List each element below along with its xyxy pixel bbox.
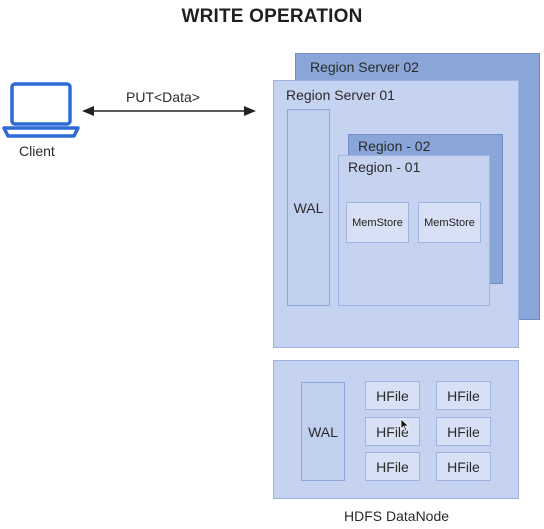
client-label: Client [19, 143, 55, 159]
region-02-label: Region - 02 [358, 138, 431, 154]
put-request-label: PUT<Data> [126, 89, 200, 105]
laptop-icon [2, 78, 80, 140]
hfile-3: HFile [365, 417, 420, 446]
wal-hdfs: WAL [301, 382, 345, 481]
memstore-1: MemStore [346, 202, 409, 243]
diagram-title: WRITE OPERATION [181, 6, 363, 27]
hfile-1: HFile [365, 381, 420, 410]
hfile-5: HFile [365, 452, 420, 481]
hfile-6: HFile [436, 452, 491, 481]
hfile-2: HFile [436, 381, 491, 410]
region-server-02-label: Region Server 02 [310, 59, 419, 75]
region-01-label: Region - 01 [348, 159, 421, 175]
wal-region-server: WAL [287, 109, 330, 306]
hfile-4: HFile [436, 417, 491, 446]
bidirectional-arrow [82, 103, 256, 119]
memstore-2: MemStore [418, 202, 481, 243]
mouse-cursor-icon [400, 418, 410, 432]
region-server-01-label: Region Server 01 [286, 87, 395, 103]
hdfs-datanode-label: HDFS DataNode [344, 508, 450, 524]
